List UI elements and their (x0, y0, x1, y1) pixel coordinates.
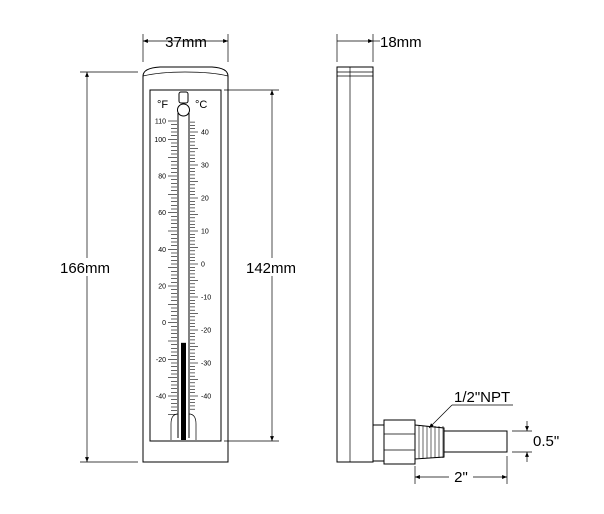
celsius-tick-label: -10 (201, 295, 211, 302)
total-height-label: 166mm (60, 260, 110, 277)
fahrenheit-unit-label: °F (157, 99, 168, 111)
dimension-stem-length: 2" (414, 456, 508, 486)
celsius-unit-label: °C (195, 99, 207, 111)
fahrenheit-tick-label: 100 (154, 137, 166, 144)
stem-length-label: 2" (454, 469, 468, 486)
side-case-outline (336, 66, 374, 463)
bulb-housing-right (188, 413, 197, 440)
stem-diameter-label: 0.5" (533, 433, 559, 450)
front-width-label: 37mm (165, 34, 207, 51)
celsius-tick-label: 40 (201, 130, 209, 137)
celsius-tick-label: -20 (201, 328, 211, 335)
thread-callout: 1/2"NPT (428, 389, 513, 429)
celsius-tick-label: 0 (201, 262, 205, 269)
celsius-tick-label: -30 (201, 361, 211, 368)
scale-window (149, 89, 222, 442)
celsius-tick-label: 20 (201, 196, 209, 203)
fahrenheit-tick-label: 80 (158, 174, 166, 181)
fahrenheit-tick-label: 0 (162, 320, 166, 327)
celsius-tick-label: -40 (201, 394, 211, 401)
stem (443, 430, 508, 453)
npt-thread (414, 424, 445, 460)
bulb-housing-left (170, 413, 179, 440)
side-width-label: 18mm (380, 34, 422, 51)
celsius-tick-label: 10 (201, 229, 209, 236)
fahrenheit-tick-label: 110 (155, 119, 166, 126)
dimension-total-height: 166mm (56, 71, 138, 463)
fahrenheit-tick-label: -20 (156, 357, 166, 364)
dimension-front-width: 37mm (142, 34, 229, 62)
fahrenheit-tick-label: 20 (158, 284, 166, 291)
tube-top-cap (178, 91, 189, 104)
dimension-side-width: 18mm (336, 34, 422, 62)
fahrenheit-tick-label: -40 (156, 394, 166, 401)
fitting-nut (383, 419, 416, 465)
dimension-stem-diameter: 0.5" (512, 421, 559, 462)
fahrenheit-scale: 110 100 80 60 40 20 0 -20 -40 (154, 119, 177, 415)
fitting-collar (372, 424, 385, 462)
dimension-scale-height: 142mm (224, 89, 300, 442)
side-view (336, 66, 508, 465)
scale-height-label: 142mm (246, 260, 296, 277)
celsius-tick-label: 30 (201, 163, 209, 170)
fahrenheit-tick-label: 60 (158, 210, 166, 217)
mercury-column (181, 342, 186, 440)
celsius-scale: 40 30 20 10 0 -10 -20 -30 -40 (190, 121, 211, 410)
tube-top-bulb (177, 103, 190, 117)
front-case-top-curve (142, 71, 229, 77)
thread-label: 1/2"NPT (454, 389, 510, 406)
fahrenheit-tick-label: 40 (158, 247, 166, 254)
